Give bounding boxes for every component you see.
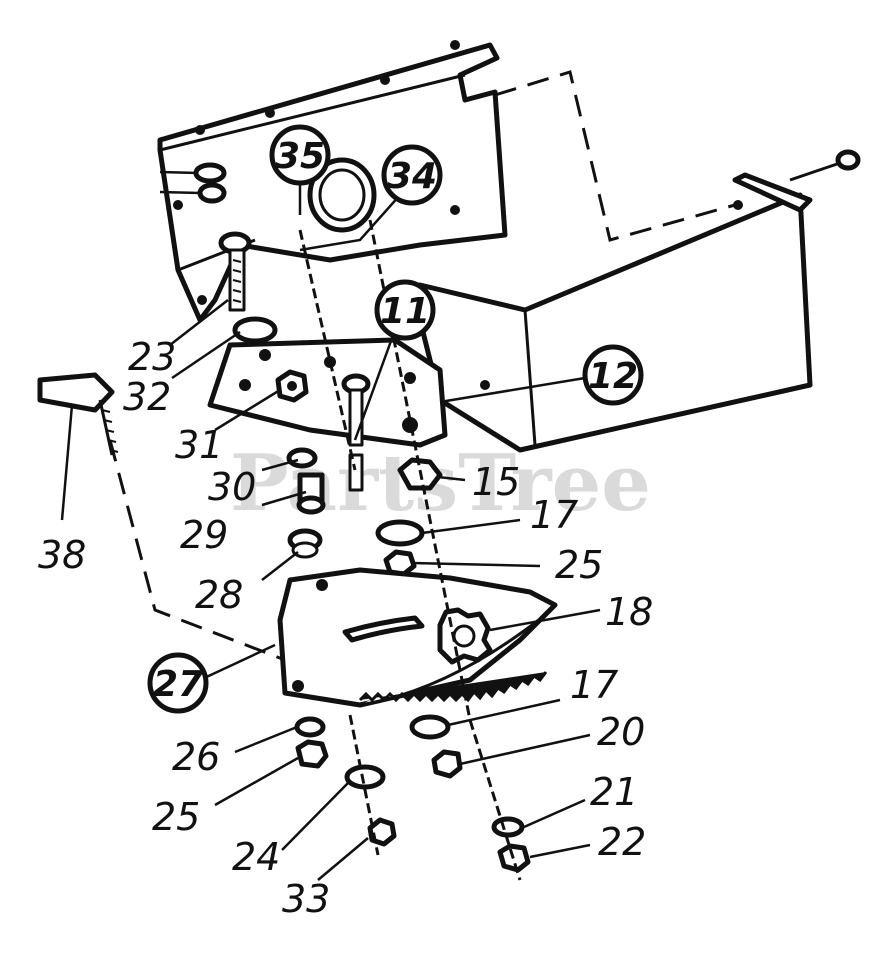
label-32: 32 xyxy=(123,375,171,419)
side-cover xyxy=(417,172,813,453)
label-30: 30 xyxy=(208,465,256,509)
hardware-stack-left xyxy=(286,447,326,559)
shaft-axis-right xyxy=(368,219,522,881)
label-29: 29 xyxy=(180,513,228,557)
label-24: 24 xyxy=(232,835,280,879)
dashed-link-top xyxy=(494,70,736,242)
label-21: 21 xyxy=(590,770,638,814)
label-17-upper: 17 xyxy=(530,493,578,537)
leader-lines xyxy=(60,160,601,881)
label-22: 22 xyxy=(598,820,646,864)
nut-31 xyxy=(275,369,309,403)
callout-35: 35 xyxy=(269,124,331,186)
upper-left-hardware xyxy=(159,162,227,204)
callout-27: 27 xyxy=(147,652,209,714)
cover-bolt xyxy=(789,149,861,182)
label-25-upper: 25 xyxy=(555,543,603,587)
svg-text:34: 34 xyxy=(387,156,437,197)
washer-32 xyxy=(232,316,278,344)
hardware-stack-right xyxy=(375,457,443,577)
label-23: 23 xyxy=(128,335,176,379)
label-33: 33 xyxy=(282,877,330,921)
label-18: 18 xyxy=(605,590,653,634)
svg-text:27: 27 xyxy=(153,664,203,705)
callout-12: 12 xyxy=(582,344,644,406)
svg-text:12: 12 xyxy=(588,356,638,397)
bolt-23 xyxy=(218,231,252,312)
label-15: 15 xyxy=(472,460,520,504)
label-26: 26 xyxy=(172,735,220,779)
label-38: 38 xyxy=(38,533,86,577)
shaft-collar xyxy=(307,157,377,233)
callout-34: 34 xyxy=(381,144,443,206)
label-17-lower: 17 xyxy=(570,663,618,707)
label-20: 20 xyxy=(597,710,645,754)
svg-text:11: 11 xyxy=(380,291,430,332)
label-25-lower: 25 xyxy=(152,795,200,839)
label-28: 28 xyxy=(195,573,243,617)
mounting-plate xyxy=(207,337,448,448)
handle-38 xyxy=(37,372,119,456)
svg-text:35: 35 xyxy=(275,136,325,177)
shaft-axis-left xyxy=(298,229,380,856)
pinion-gear xyxy=(437,607,493,665)
label-31: 31 xyxy=(175,423,223,467)
dashed-link-left xyxy=(108,439,286,662)
sector-plate xyxy=(277,567,558,708)
lower-hardware xyxy=(294,714,531,873)
callout-11: 11 xyxy=(374,279,436,341)
